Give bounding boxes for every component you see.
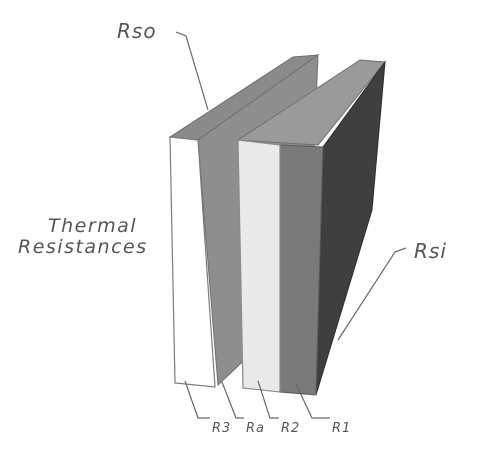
ra-label: Ra [246,421,265,436]
r2-leader [257,380,279,419]
inner-wall-panel [236,59,386,396]
leader-lines [175,31,407,419]
r3-label: R3 [212,421,231,436]
rso-leader [175,31,209,111]
diagram-title-line-2: Resistances [18,236,148,258]
ra-leader [221,381,244,419]
diagram-title-line-1: Thermal [48,215,137,237]
r1-label: R1 [332,421,351,436]
rso-label: Rso [117,19,157,43]
r2-label: R2 [281,421,300,436]
inner-panel-front-face [279,144,324,396]
rsi-label: Rsi [414,239,447,263]
inner-insulation-face [237,139,281,393]
r1-leader [295,383,330,419]
outer-insulation-face [169,136,216,388]
r3-leader [184,380,210,419]
rsi-leader [337,247,407,341]
